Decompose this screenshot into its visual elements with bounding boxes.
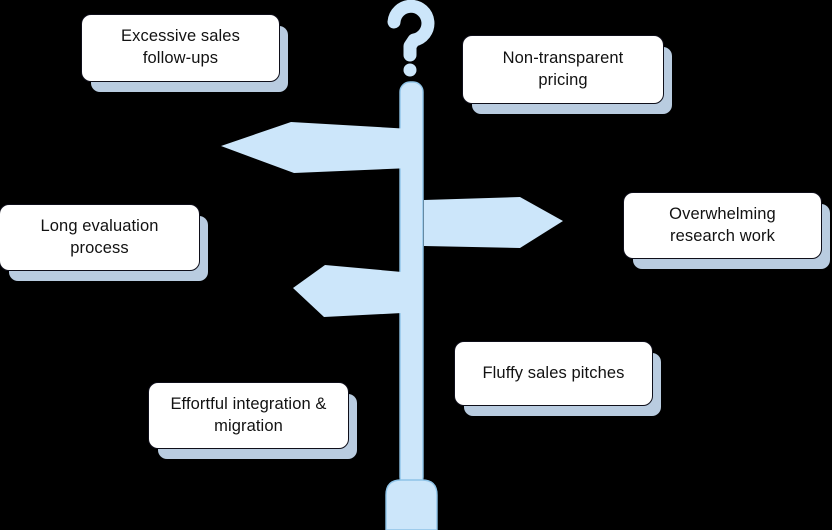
label-box-fluffy-sales-pitches[interactable]: Fluffy sales pitches	[454, 341, 653, 406]
label-line-1: Fluffy sales pitches	[482, 363, 625, 382]
label-box-long-evaluation-process[interactable]: Long evaluation process	[0, 204, 200, 271]
label-line-1: Overwhelming	[669, 204, 776, 223]
label-box-non-transparent-pricing[interactable]: Non-transparent pricing	[462, 35, 664, 104]
left-arrow-upper	[221, 122, 411, 173]
signpost-base	[385, 479, 438, 530]
label-line-1: Excessive sales	[121, 27, 240, 46]
question-mark-icon	[387, 0, 435, 77]
label-box-overwhelming-research-work[interactable]: Overwhelming research work	[623, 192, 822, 259]
label-line-2: migration	[214, 416, 283, 435]
label-line-2: follow-ups	[142, 49, 219, 67]
left-arrow-lower	[293, 265, 402, 317]
label-line-1: Long evaluation	[40, 216, 159, 235]
label-box-effortful-integration-migration[interactable]: Effortful integration & migration	[148, 382, 349, 449]
label-line-2: process	[70, 238, 129, 257]
label-line-2: pricing	[538, 70, 588, 89]
label-box-excessive-sales-follow-ups[interactable]: Excessive sales follow-ups	[81, 14, 280, 82]
right-arrow-middle	[424, 197, 563, 248]
label-line-1: Effortful integration &	[170, 394, 327, 413]
label-line-2: research work	[670, 226, 775, 245]
label-line-1: Non-transparent	[502, 48, 624, 67]
